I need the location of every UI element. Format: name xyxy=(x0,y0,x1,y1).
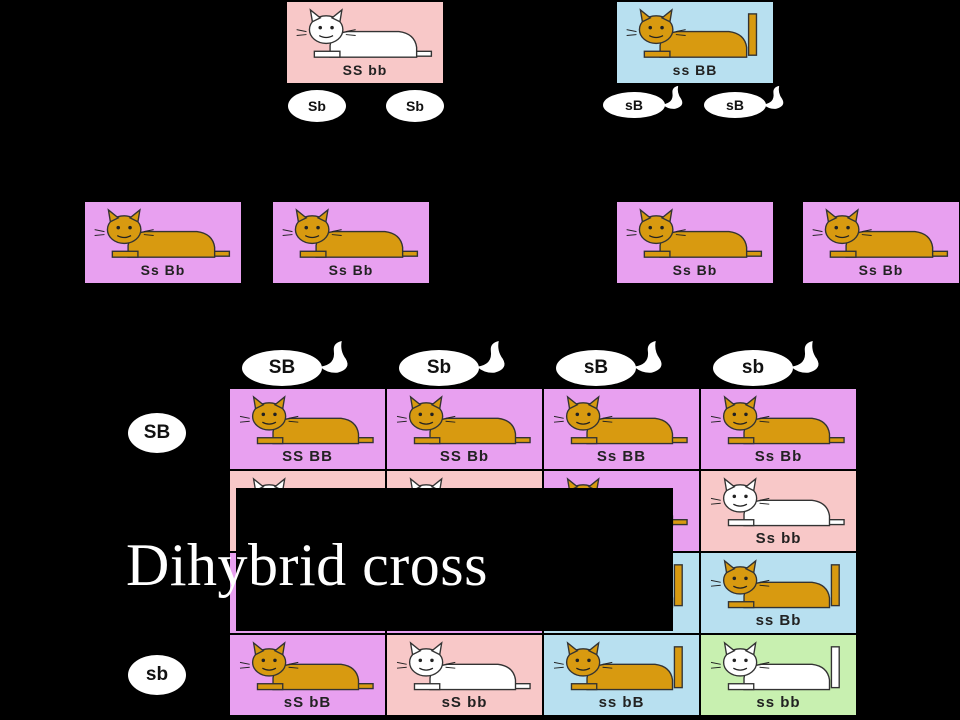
genotype-label: ss BB xyxy=(672,61,718,78)
slide-title: Dihybrid cross xyxy=(126,532,488,598)
grid-cell: ss Bb xyxy=(701,553,856,633)
genotype-label: Ss Bb xyxy=(858,261,904,278)
orange-cat-icon xyxy=(282,208,419,259)
genotype-label: ss bB xyxy=(598,694,645,712)
gamete-label: sB xyxy=(556,350,636,386)
gamete-label: SB xyxy=(128,413,186,453)
f1-card: Ss Bb xyxy=(803,202,959,283)
orange-cat-icon xyxy=(626,8,758,59)
genotype-label: Ss Bb xyxy=(140,261,186,278)
genotype-label: sS bb xyxy=(441,694,488,712)
sperm-tail-icon xyxy=(319,341,348,374)
parent-card: ss BB xyxy=(617,2,773,83)
grid-cell: sS bB xyxy=(230,635,385,715)
sperm-tail-icon xyxy=(662,85,683,109)
f1-card: Ss Bb xyxy=(273,202,429,283)
grid-cell: Ss BB xyxy=(544,389,699,469)
orange-cat-icon xyxy=(396,395,531,445)
sperm-tail-icon xyxy=(763,85,784,109)
orange-cat-icon xyxy=(553,641,683,691)
gamete-label: Sb xyxy=(386,90,444,122)
gamete-label: sb xyxy=(128,655,186,695)
genotype-label: Ss Bb xyxy=(754,448,803,466)
gamete-label: SB xyxy=(242,350,322,386)
sperm-tail-icon xyxy=(633,341,662,374)
gamete-label: Sb xyxy=(288,90,346,122)
genotype-label: ss Bb xyxy=(755,612,802,630)
white-cat-icon xyxy=(710,477,845,527)
grid-cell: ss bB xyxy=(544,635,699,715)
genotype-label: SS BB xyxy=(282,448,333,466)
white-cat-icon xyxy=(396,641,531,691)
gamete-label: sb xyxy=(713,350,793,386)
gamete-label: sB xyxy=(704,92,766,118)
sperm-tail-icon xyxy=(476,341,505,374)
orange-cat-icon xyxy=(710,395,845,445)
grid-cell: SS BB xyxy=(230,389,385,469)
orange-cat-icon xyxy=(812,208,949,259)
white-cat-icon xyxy=(710,641,840,691)
genotype-label: SS bb xyxy=(342,61,388,78)
gamete-label: sB xyxy=(603,92,665,118)
genotype-label: Ss bb xyxy=(755,530,802,548)
grid-cell: Ss Bb xyxy=(701,389,856,469)
orange-cat-icon xyxy=(239,395,374,445)
grid-cell: Ss bb xyxy=(701,471,856,551)
orange-cat-icon xyxy=(553,395,688,445)
title-backdrop xyxy=(236,488,673,631)
sperm-tail-icon xyxy=(790,341,819,374)
grid-cell: ss bb xyxy=(701,635,856,715)
f1-card: Ss Bb xyxy=(617,202,773,283)
gamete-label: Sb xyxy=(399,350,479,386)
genotype-label: Ss Bb xyxy=(328,261,374,278)
orange-cat-icon xyxy=(710,559,840,609)
orange-cat-icon xyxy=(626,208,763,259)
parent-card: SS bb xyxy=(287,2,443,83)
genotype-label: Ss Bb xyxy=(672,261,718,278)
grid-cell: sS bb xyxy=(387,635,542,715)
f1-card: Ss Bb xyxy=(85,202,241,283)
genotype-label: SS Bb xyxy=(439,448,490,466)
orange-cat-icon xyxy=(94,208,231,259)
genotype-label: ss bb xyxy=(756,694,801,712)
genotype-label: sS bB xyxy=(283,694,332,712)
orange-cat-icon xyxy=(239,641,374,691)
grid-cell: SS Bb xyxy=(387,389,542,469)
genotype-label: Ss BB xyxy=(596,448,647,466)
white-cat-icon xyxy=(296,8,433,59)
